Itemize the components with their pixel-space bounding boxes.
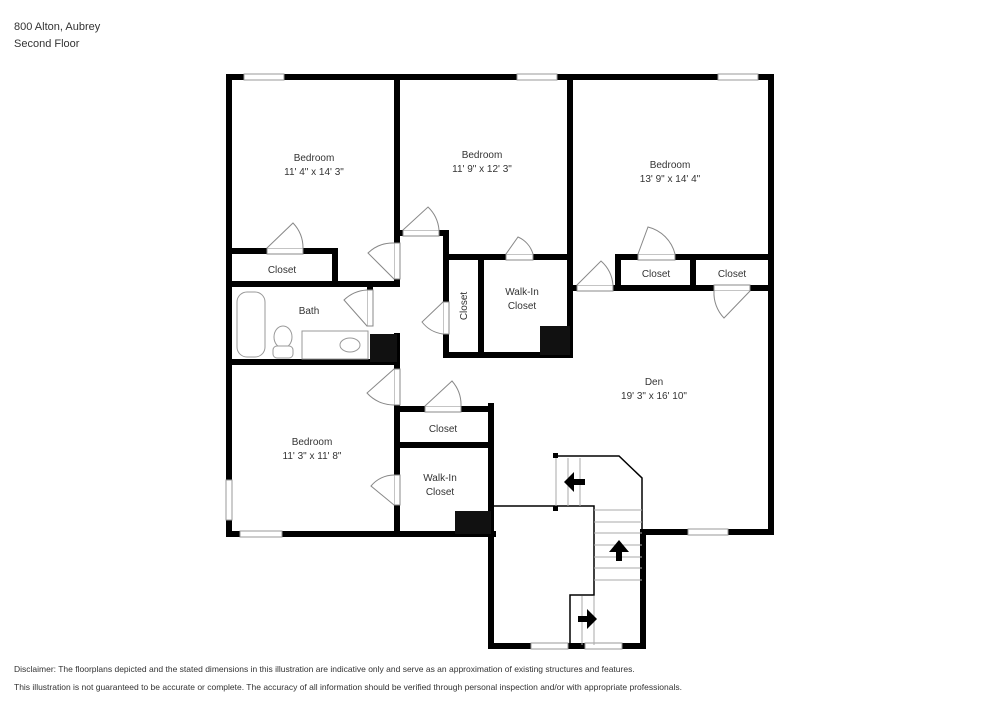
arrow-left-icon [564,472,585,492]
walkin-label: Walk-In [505,287,539,298]
closet-label: Closet [429,424,458,435]
room-name: Bath [299,306,320,317]
disclaimer-line-1: Disclaimer: The floorplans depicted and … [14,664,635,674]
room-name: Bedroom [462,150,503,161]
stair-arrows [553,453,629,629]
address: 800 Alton, Aubrey [14,21,101,33]
room-dims: 11' 4" x 14' 3" [284,167,344,178]
arrow-right-icon [578,609,597,629]
room-name: Den [645,377,663,388]
room-dims: 19' 3" x 16' 10" [621,391,687,402]
closet-label: Closet [718,269,747,280]
walkin-label: Closet [426,487,455,498]
room-dims: 11' 3" x 11' 8" [283,451,342,462]
closet-label: Closet [642,269,671,280]
walkin-label: Closet [508,301,537,312]
room-dims: 13' 9" x 14' 4" [640,174,701,185]
disclaimer-line-2: This illustration is not guaranteed to b… [14,682,682,692]
bath-fixtures [236,291,369,360]
windows [225,73,759,650]
closet-label: Closet [268,265,297,276]
stairs [493,455,643,646]
room-dims: 11' 9" x 12' 3" [452,164,512,175]
floor-name: Second Floor [14,38,80,50]
doors [266,206,751,506]
room-name: Bedroom [294,153,335,164]
closet-label: Closet [459,292,470,321]
fixtures-dark [370,326,570,534]
walkin-label: Walk-In [423,473,457,484]
room-name: Bedroom [292,437,333,448]
arrow-up-icon [609,540,629,561]
room-name: Bedroom [650,160,691,171]
